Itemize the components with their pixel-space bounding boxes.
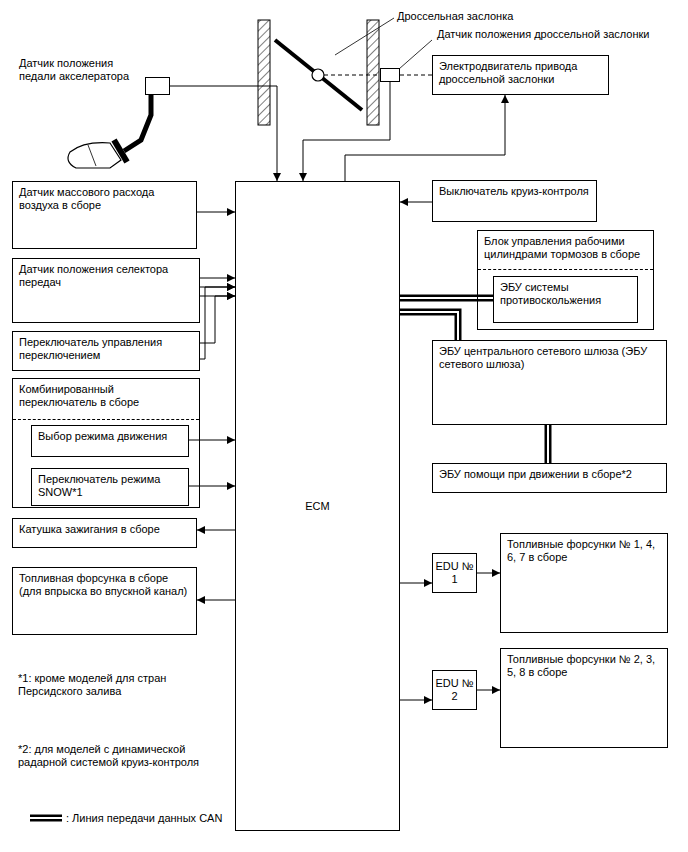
signal-wire <box>400 700 432 701</box>
signal-wire <box>400 202 432 203</box>
component-box: Выбор режима движения <box>31 425 189 457</box>
box-label: ЭБУ помощи при движении в сборе*2 <box>439 468 660 481</box>
signal-wire <box>200 278 235 279</box>
signal-wire <box>345 95 505 181</box>
separator-line <box>478 269 653 270</box>
box-label: Выключатель круиз-контроля <box>439 185 590 198</box>
signal-wire <box>477 690 500 691</box>
leader-lines <box>335 18 432 69</box>
box-label: Топливные форсунки № 2, 3, 5, 8 в сборе <box>507 653 661 679</box>
component-box: Блок управления рабочими цилиндрами торм… <box>477 230 654 330</box>
signal-wire <box>477 573 500 574</box>
component-box: Электродвигатель привода дроссельной зас… <box>432 55 609 95</box>
signal-wire <box>200 287 235 359</box>
box-label: EDU № 2 <box>435 677 474 703</box>
signal-wire <box>197 600 235 601</box>
component-box: ЭБУ системы противоскольжения <box>493 276 638 323</box>
box-label: Переключатель режима SNOW*1 <box>38 473 182 499</box>
throttle-body <box>258 20 432 125</box>
part-name: Дроссельная заслонка <box>397 10 557 23</box>
box-label: Переключатель управления переключением <box>19 336 193 362</box>
component-box: Катушка зажигания в сборе <box>12 518 197 548</box>
separator-line <box>13 419 199 420</box>
box-label: Датчик положения дроссельной заслонки <box>437 28 667 41</box>
box-label: Датчик положения селектора передач <box>19 263 193 289</box>
component-box: Топливные форсунки № 1, 4, 6, 7 в сборе <box>500 533 668 633</box>
box-label: Блок управления рабочими цилиндрами торм… <box>484 235 647 261</box>
box-label: ЭБУ центрального сетевого шлюза (ЭБУ сет… <box>439 345 660 371</box>
legend-text: : Линия передачи данных CAN <box>66 812 222 824</box>
can-bus-line <box>548 425 549 463</box>
accelerator-pedal <box>68 95 151 168</box>
component-box: EDU № 1 <box>432 553 477 593</box>
component-box: Датчик массового расхода воздуха в сборе <box>12 181 197 249</box>
footnote: *2: для моделей с динамической радарной … <box>18 743 218 769</box>
signal-wire <box>400 583 432 584</box>
box-label: ECM <box>305 500 329 513</box>
component-box: ЭБУ помощи при движении в сборе*2 <box>432 463 667 493</box>
legend-sample <box>28 812 64 824</box>
box-label: Топливная форсунка в сборе (для впрыска … <box>19 572 190 598</box>
can-bus-line <box>400 312 458 340</box>
signal-wire <box>189 440 235 441</box>
component-box: Переключатель режима SNOW*1 <box>31 468 189 506</box>
footnote: *1: кроме моделей для стран Персидского … <box>18 672 208 698</box>
box-label: Топливные форсунки № 1, 4, 6, 7 в сборе <box>507 538 661 564</box>
legend-entry: : Линия передачи данных CAN <box>28 812 222 824</box>
component-box: ЭБУ центрального сетевого шлюза (ЭБУ сет… <box>432 340 667 425</box>
component-box: Датчик положения селектора передач <box>12 258 200 323</box>
box-label: Катушка зажигания в сборе <box>19 523 190 536</box>
signal-wire <box>170 86 277 181</box>
signal-wire <box>197 212 235 213</box>
sensor-symbol: Датчик положения дроссельной заслонки <box>380 68 400 82</box>
signal-wire <box>303 82 390 181</box>
component-box: Выключатель круиз-контроля <box>432 180 597 222</box>
can-bus-line <box>400 298 493 299</box>
box-label: Электродвигатель привода дроссельной зас… <box>439 60 602 86</box>
component-box: Комбинированный переключатель в сбореВыб… <box>12 378 200 508</box>
box-label: Комбинированный переключатель в сборе <box>19 383 193 409</box>
box-label: EDU № 1 <box>435 560 474 586</box>
box-label: Выбор режима движения <box>38 430 182 443</box>
box-label: ЭБУ системы противоскольжения <box>500 281 631 307</box>
sensor-symbol: Датчик положения педали акселератора <box>145 77 170 95</box>
box-label: Датчик массового расхода воздуха в сборе <box>19 186 190 212</box>
signal-wire <box>189 486 235 487</box>
control-module: ECM <box>235 181 400 831</box>
signal-wire <box>197 530 235 531</box>
component-box: Топливная форсунка в сборе (для впрыска … <box>12 567 197 635</box>
component-box: Топливные форсунки № 2, 3, 5, 8 в сборе <box>500 648 668 748</box>
component-box: Переключатель управления переключением <box>12 331 200 371</box>
component-box: EDU № 2 <box>432 670 477 710</box>
box-label: Датчик положения педали акселератора <box>19 57 143 83</box>
